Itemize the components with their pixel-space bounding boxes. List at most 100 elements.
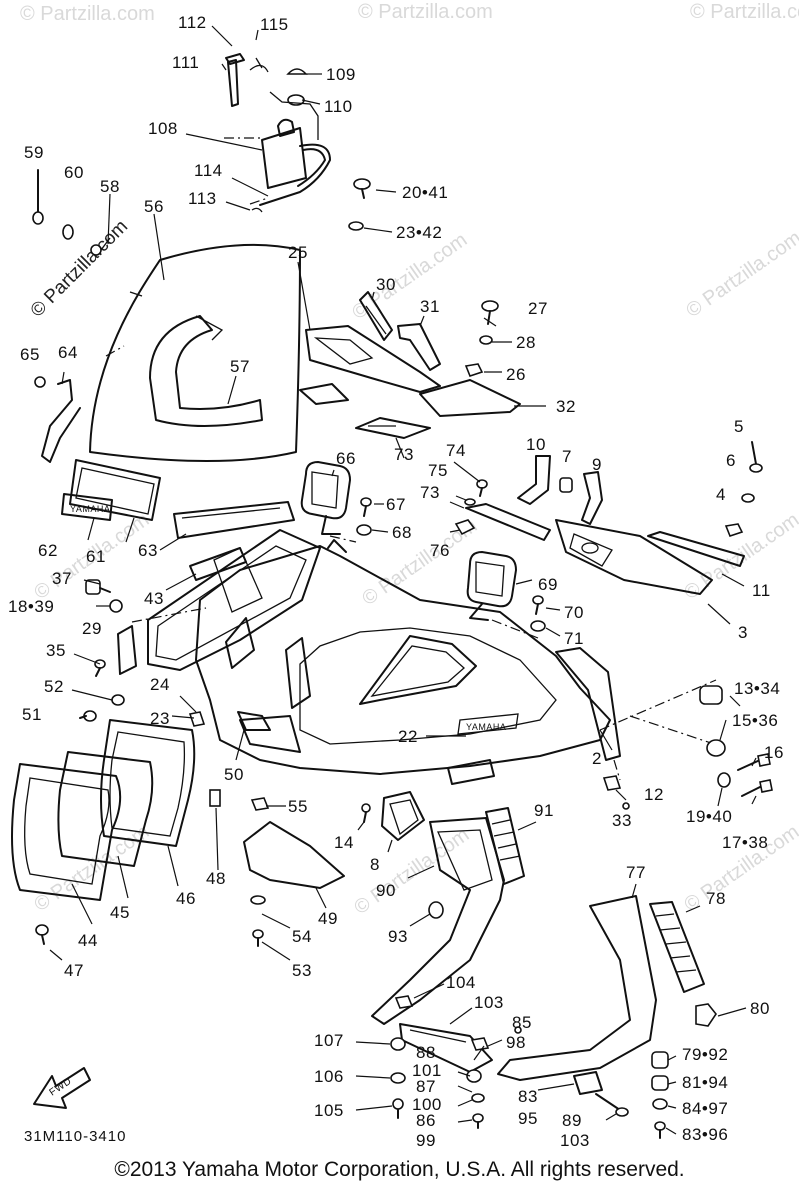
front-direction-arrow: FWD	[33, 1067, 91, 1109]
meter-panel-61	[69, 459, 161, 521]
callout-23: 23	[150, 709, 170, 728]
stay-11	[647, 531, 745, 567]
callout-52: 52	[44, 677, 64, 696]
emblem-62: YAMAHA	[61, 493, 113, 521]
bolt-16	[737, 753, 771, 771]
callout-35: 35	[46, 641, 66, 660]
callout-66: 66	[336, 449, 356, 468]
brace-73-upper	[355, 417, 431, 439]
callout-73-lower: 73	[420, 483, 440, 502]
callout-24: 24	[150, 675, 170, 694]
callout-99: 99	[416, 1131, 436, 1150]
callout-78: 78	[706, 889, 726, 908]
callout-43: 43	[144, 589, 164, 608]
mirror-left-66	[300, 461, 351, 535]
callout-29: 29	[82, 619, 102, 638]
callout-64: 64	[58, 343, 78, 362]
callout-100: 100	[412, 1095, 442, 1114]
grommet-68	[356, 524, 372, 536]
screw-47	[35, 924, 49, 945]
callout-45: 45	[110, 903, 130, 922]
callout-109: 109	[326, 65, 356, 84]
callout-3: 3	[738, 623, 748, 642]
watermark-center-low: © Partzilla.com	[350, 824, 473, 919]
callout-107: 107	[314, 1031, 344, 1050]
windscreen-56	[89, 243, 301, 462]
callout-80: 80	[750, 999, 770, 1018]
bracket-32	[419, 379, 521, 417]
screw-105	[392, 1098, 404, 1119]
collar-15-36	[706, 739, 726, 757]
watermark-right-mid: © Partzilla.com	[680, 509, 799, 604]
nut-104	[394, 995, 414, 1009]
callout-115: 115	[260, 15, 289, 34]
grille-78	[649, 901, 705, 993]
nut-55	[250, 797, 270, 811]
callout-14: 14	[334, 833, 354, 852]
washer-84-97	[652, 1098, 668, 1110]
nut-4	[724, 523, 744, 537]
callout-73-upper: 73	[394, 445, 414, 464]
callout-59: 59	[24, 143, 44, 162]
callout-4: 4	[716, 485, 726, 504]
lower-cowl-right-77	[497, 895, 657, 1081]
callout-103-lower: 103	[560, 1131, 590, 1150]
callout-13-34: 13•34	[734, 679, 780, 698]
grommet-60	[62, 224, 74, 240]
screw-83-96	[654, 1121, 666, 1139]
bolt-74	[476, 479, 488, 497]
callout-16: 16	[764, 743, 784, 762]
callout-105: 105	[314, 1101, 344, 1120]
callout-9: 9	[592, 455, 602, 474]
copyright-notice: ©2013 Yamaha Motor Corporation, U.S.A. A…	[114, 1158, 685, 1181]
callout-87: 87	[416, 1077, 436, 1096]
callout-98: 98	[506, 1033, 526, 1052]
inner-cowl-24	[147, 529, 321, 671]
callout-31: 31	[420, 297, 440, 316]
callout-25: 25	[288, 243, 308, 262]
watermark-top-center: © Partzilla.com	[358, 1, 493, 23]
callout-57: 57	[230, 357, 250, 376]
callout-81-94: 81•94	[682, 1073, 728, 1092]
callout-5: 5	[734, 417, 744, 436]
collar-107	[390, 1037, 406, 1051]
inner-panel-63	[173, 501, 295, 539]
callout-103-upper: 103	[474, 993, 504, 1012]
leader-lines	[49, 25, 757, 1135]
collar-81-94	[651, 1075, 669, 1091]
screw-51	[79, 710, 97, 722]
washer-6	[741, 493, 755, 503]
callout-111: 111	[172, 53, 199, 72]
callout-55: 55	[288, 797, 308, 816]
headlight-rim-44	[11, 763, 122, 901]
collar-88-101	[466, 1069, 482, 1083]
front-arrow-label: FWD	[48, 1076, 74, 1099]
callout-37: 37	[52, 569, 72, 588]
callout-85: 85	[512, 1013, 532, 1032]
callout-7: 7	[562, 447, 572, 466]
drawing-code: 31M110-3410	[24, 1128, 127, 1145]
watermark-windscreen: © Partzilla.com	[27, 216, 132, 321]
callout-74: 74	[446, 441, 466, 460]
callout-58: 58	[100, 177, 120, 196]
brace-73-lower	[465, 503, 551, 541]
callout-30: 30	[376, 275, 396, 294]
callout-11: 11	[752, 581, 771, 600]
callout-114: 114	[194, 161, 223, 180]
callout-90: 90	[376, 881, 396, 900]
nut-52	[111, 694, 125, 706]
bolt-59	[32, 169, 44, 225]
bracket-64	[34, 376, 81, 463]
callout-8: 8	[370, 855, 380, 874]
callout-95: 95	[518, 1109, 538, 1128]
callout-17-38: 17•38	[722, 833, 768, 852]
callout-62: 62	[38, 541, 58, 560]
screw-20-41	[353, 178, 371, 199]
nut-26	[464, 363, 484, 377]
callout-44: 44	[78, 931, 98, 950]
callout-89: 89	[562, 1111, 582, 1130]
stay-31	[397, 323, 441, 371]
cover-29	[117, 625, 137, 675]
damper-7	[559, 477, 573, 493]
